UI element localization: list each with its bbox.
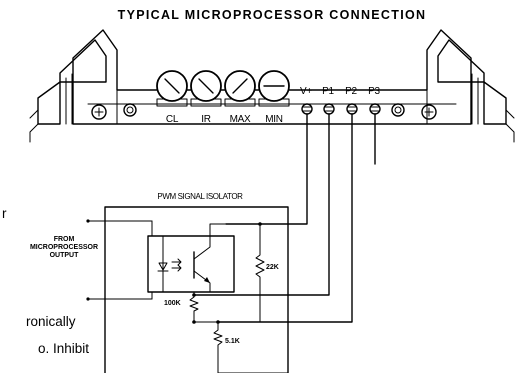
terminal-screw-p1 bbox=[323, 103, 335, 115]
resistor-22k bbox=[217, 222, 265, 323]
terminal-label-vplus: V+ bbox=[300, 86, 312, 97]
input-label-line-1: FROM bbox=[54, 236, 75, 243]
terminal-wires bbox=[193, 113, 376, 323]
terminal-label-p3: P3 bbox=[368, 86, 380, 97]
mounting-hole-left bbox=[123, 103, 137, 117]
terminal-label-p2: P2 bbox=[345, 86, 357, 97]
mounting-screw-right bbox=[421, 104, 437, 120]
resistor-100k-label: 100K bbox=[164, 300, 181, 307]
side-text-line-1: r bbox=[2, 206, 7, 221]
input-label-line-3: OUTPUT bbox=[50, 252, 80, 259]
trimpot-ir bbox=[190, 70, 222, 107]
drive-chassis: CL IR MAX MIN V+ P1 P2 P3 bbox=[29, 29, 515, 143]
resistor-5-1k-label: 5.1K bbox=[225, 338, 240, 345]
terminal-label-p1: P1 bbox=[322, 86, 334, 97]
resistor-100k bbox=[189, 293, 199, 324]
input-wires bbox=[86, 219, 153, 301]
terminal-screw-vplus bbox=[301, 103, 313, 115]
terminal-screw-p2 bbox=[346, 103, 358, 115]
trimpot-label-ir: IR bbox=[201, 114, 210, 125]
trimpot-label-cl: CL bbox=[166, 114, 179, 125]
left-heatsink-fins bbox=[29, 39, 107, 143]
trimpot-label-max: MAX bbox=[230, 114, 251, 125]
optocoupler-package bbox=[147, 235, 235, 293]
right-heatsink-fins bbox=[437, 39, 515, 143]
side-text-line-3: o. Inhibit bbox=[38, 341, 89, 356]
wire-p1 bbox=[193, 113, 330, 296]
trimpot-min bbox=[258, 70, 290, 107]
diagram-title: TYPICAL MICROPROCESSOR CONNECTION bbox=[118, 8, 427, 22]
input-label-line-2: MICROPROCESSOR bbox=[30, 244, 98, 251]
trimpot-label-min: MIN bbox=[265, 114, 283, 125]
side-text-line-2: ronically bbox=[26, 314, 76, 329]
chassis-outline bbox=[72, 29, 472, 125]
isolator-box bbox=[104, 206, 289, 373]
resistor-22k-label: 22K bbox=[266, 264, 279, 271]
optocoupler bbox=[147, 220, 235, 300]
wire-p2 bbox=[217, 113, 353, 323]
trimpot-max bbox=[224, 70, 256, 107]
mounting-hole-right bbox=[391, 103, 405, 117]
led-diode-icon bbox=[158, 262, 168, 271]
terminal-screw-p3 bbox=[369, 103, 381, 115]
resistor-5-1k bbox=[213, 320, 223, 373]
mounting-screw-left bbox=[91, 104, 107, 120]
isolator-title: PWM SIGNAL ISOLATOR bbox=[157, 192, 243, 201]
trimpot-cl bbox=[156, 70, 188, 107]
